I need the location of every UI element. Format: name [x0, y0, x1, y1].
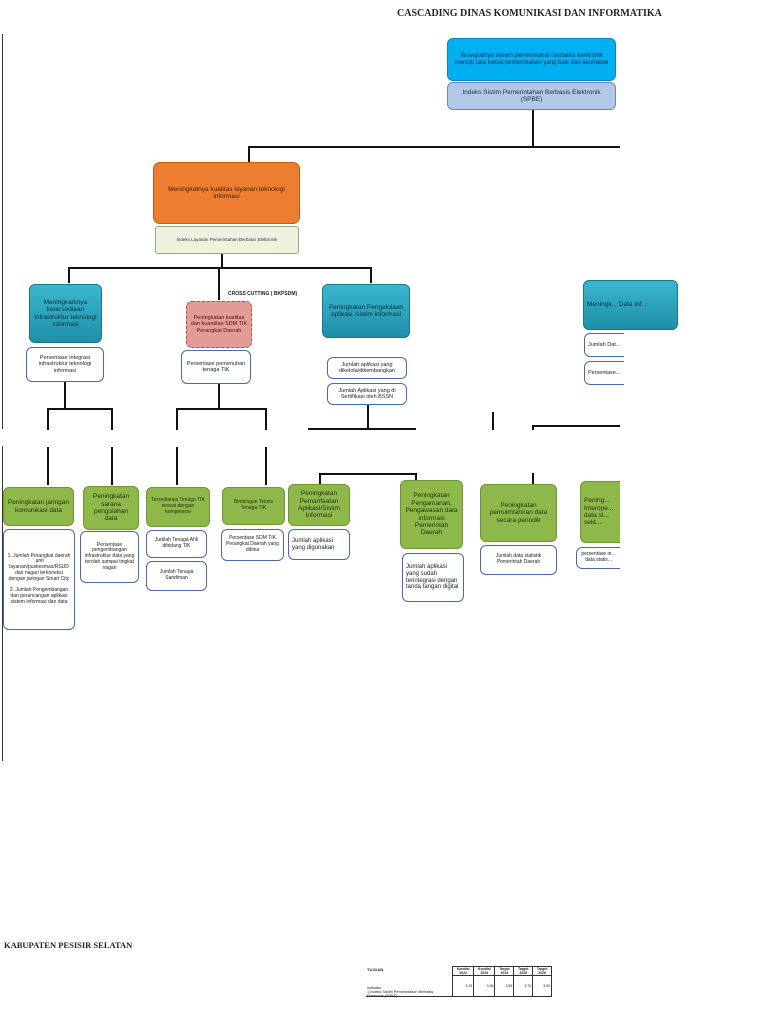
- connector: [218, 384, 220, 409]
- connector: [47, 408, 113, 410]
- connector: [248, 146, 250, 162]
- connector: [176, 408, 267, 410]
- l3-data-indicator-1: Jumlah Dat...: [584, 333, 624, 357]
- goal-indicator-box: Indeks Sistim Pemerintahan Berbasis Elek…: [447, 82, 616, 110]
- l4-tenaga-tik-indicator-1: Jumlah Tenaga Ahli dibidang TIK: [146, 530, 207, 558]
- connector: [47, 447, 49, 485]
- l3-data-indicator-2: Persentase...: [584, 361, 624, 385]
- goal-box: Terwujudnya sistem pemerintahan berbasis…: [447, 38, 616, 81]
- table-row-label: Indikator 1.Indeks Sistim Pemerintahan B…: [367, 986, 434, 999]
- l4-pemukhtahiran: Peningkatan pemukhtahiran data secara pe…: [480, 484, 557, 542]
- page-title: CASCADING DINAS KOMUNIKASI DAN INFORMATI…: [397, 8, 662, 19]
- l4-pemanfaatan: Peningkatan Pemanfaatan Aplikasi/Sistim …: [288, 484, 350, 526]
- objective-box: Meningkatnya kualitas layanan teknologi …: [153, 162, 300, 224]
- objective-indicator-box: Indeks Layanan Pemerintahan Berbasis Ele…: [155, 226, 299, 254]
- left-border-line-lower: [2, 446, 3, 761]
- l4-bimtek-indicator: Persentase SDM TIK Perangkat Daerah yang…: [221, 529, 284, 561]
- l4-jaringan-indicator: 1. Jumlah Perangkat daerah ,unit layanan…: [3, 529, 75, 630]
- connector: [218, 267, 220, 300]
- connector: [492, 412, 494, 430]
- table-header: Target 2026: [532, 966, 552, 976]
- target-table: TUJUAN Kondisi 2022 Kondisi 2023 Target …: [366, 966, 552, 997]
- l3-aplikasi: Peningkatan Pengelolaan aplikasi /sistim…: [322, 284, 410, 338]
- l3-infrastruktur-indicator: Persentase integrasi infrastruktur tekno…: [26, 347, 104, 382]
- connector: [248, 146, 620, 148]
- cross-cutting-label: CROSS CUTTING ( BKPSDM): [228, 291, 298, 297]
- l4-pemanfaatan-indicator: Jumlah aplikasi yang digunakan: [288, 529, 350, 560]
- l3-infrastruktur: Meningkatknya ketersediaan infrastruktur…: [29, 284, 102, 343]
- connector: [319, 473, 416, 475]
- connector: [111, 447, 113, 485]
- l3-aplikasi-indicator-1: Jumlah aplikasi yang dikelola/dikembangk…: [327, 357, 407, 379]
- table-header-tujuan: TUJUAN: [366, 966, 453, 997]
- table-header: Target 2025: [513, 966, 534, 976]
- connector: [64, 382, 66, 409]
- connector: [367, 405, 369, 429]
- connector: [532, 425, 620, 427]
- connector: [415, 473, 417, 481]
- l3-sdm-indicator: Persentase pemenuhan tenaga TIK: [181, 350, 251, 384]
- connector: [47, 408, 49, 430]
- connector: [111, 408, 113, 430]
- l4-interoperabilitas-indicator: persentase in... data statis...: [576, 547, 620, 569]
- connector: [265, 447, 267, 485]
- table-cell: 3,55: [494, 975, 515, 997]
- connector: [221, 254, 223, 268]
- l4-tenaga-tik: Tersedianya Tenaga TIK sesuai dengan kom…: [146, 487, 210, 527]
- connector: [532, 425, 534, 430]
- table-header: Kondisi 2023: [473, 966, 496, 976]
- l4-pengamanan: Peningkatan Pengamanan, Pengawasan data …: [400, 480, 463, 549]
- table-cell: 3,90: [532, 975, 552, 997]
- connector: [319, 473, 321, 485]
- l4-pengolahan-indicator: Persentase pengembangan infrastruktur da…: [80, 531, 139, 583]
- connector: [308, 428, 416, 430]
- l4-pengolahan: Peningkatan sarana pengolahan data: [83, 486, 139, 530]
- l3-aplikasi-indicator-2: Jumlah Aplikasi yang di Sertifikasi oleh…: [327, 383, 407, 405]
- l3-sdm: Peningkatan kualitas dan kuantitas SDM T…: [186, 301, 252, 348]
- table-header: Target 2024: [494, 966, 515, 976]
- table-header: Kondisi 2022: [451, 966, 475, 976]
- l4-pengamanan-indicator: Jumlah aplikasi yang sudah terintegrasi …: [402, 553, 464, 602]
- l4-bimtek: Bimbingan Teknis Tenaga TIK: [222, 487, 285, 525]
- table-cell: 3,35: [473, 975, 496, 997]
- connector: [370, 267, 372, 283]
- left-border-line: [2, 34, 3, 429]
- l4-tenaga-tik-indicator-2: Jumlah Tenaga Sandiman: [146, 561, 207, 591]
- connector: [265, 408, 267, 430]
- connector: [176, 408, 178, 430]
- l4-interoperabilitas: Pening... Interope... data st... sekt...: [580, 481, 620, 543]
- l4-jaringan: Peningkatan jaringan komunikasi data: [3, 487, 74, 526]
- connector: [532, 110, 534, 147]
- l3-data: Meningk... Data Inf...: [583, 280, 678, 330]
- connector: [532, 473, 534, 485]
- table-cell: 3,70: [513, 975, 534, 997]
- l4-pemukhtahiran-indicator: Jumlah data statistik Pemerintah Daerah: [480, 545, 557, 575]
- footer-title: KABUPATEN PESISIR SELATAN: [4, 940, 133, 950]
- table-cell: 3,29: [451, 975, 475, 997]
- connector: [68, 267, 70, 283]
- connector: [68, 267, 372, 269]
- connector: [176, 447, 178, 485]
